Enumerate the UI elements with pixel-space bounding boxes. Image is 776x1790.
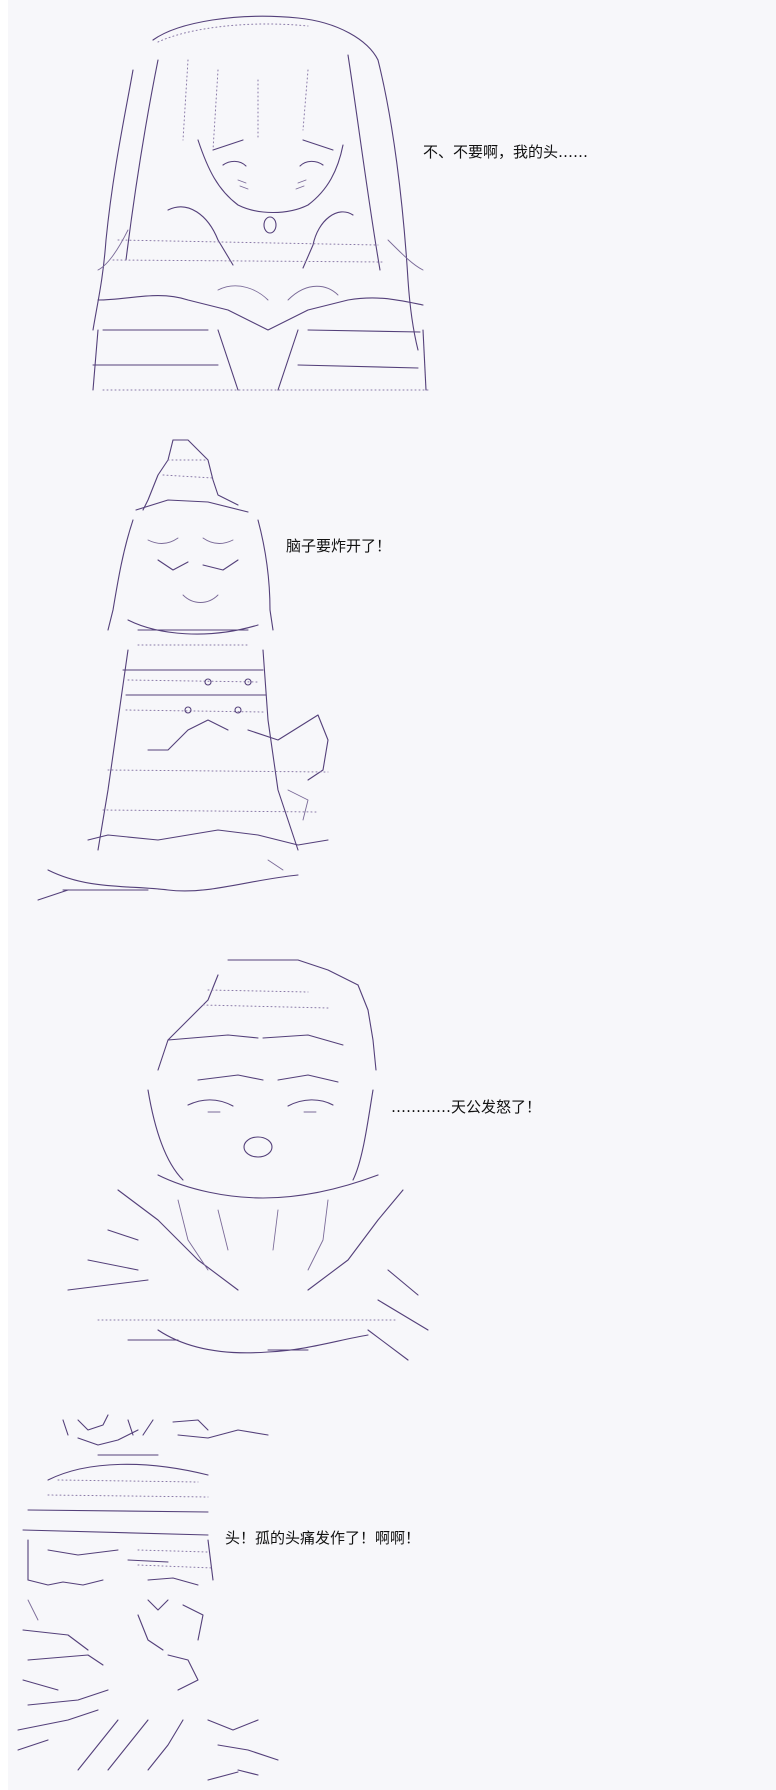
panel-1-speech: 不、不要啊，我的头……	[423, 143, 589, 161]
panel-2-ascii-art-figure	[37, 439, 329, 901]
panel-3-ascii-art-figure	[67, 959, 429, 1361]
panel-3-speech: …………天公发怒了！	[391, 1098, 542, 1116]
panel-1: 不、不要啊，我的头……	[8, 0, 776, 400]
manga-page: 不、不要啊，我的头……	[8, 0, 776, 1790]
panel-2-speech: 脑子要炸开了！	[286, 537, 392, 555]
panel-4: 头！孤的头痛发作了！啊啊！	[8, 1400, 776, 1790]
panel-4-ascii-art-figure	[17, 1414, 279, 1781]
panel-1-ascii-art-figure	[92, 15, 429, 391]
panel-4-speech: 头！孤的头痛发作了！啊啊！	[225, 1529, 421, 1547]
panel-3: …………天公发怒了！	[8, 940, 776, 1380]
panel-2: 脑子要炸开了！	[8, 420, 776, 920]
